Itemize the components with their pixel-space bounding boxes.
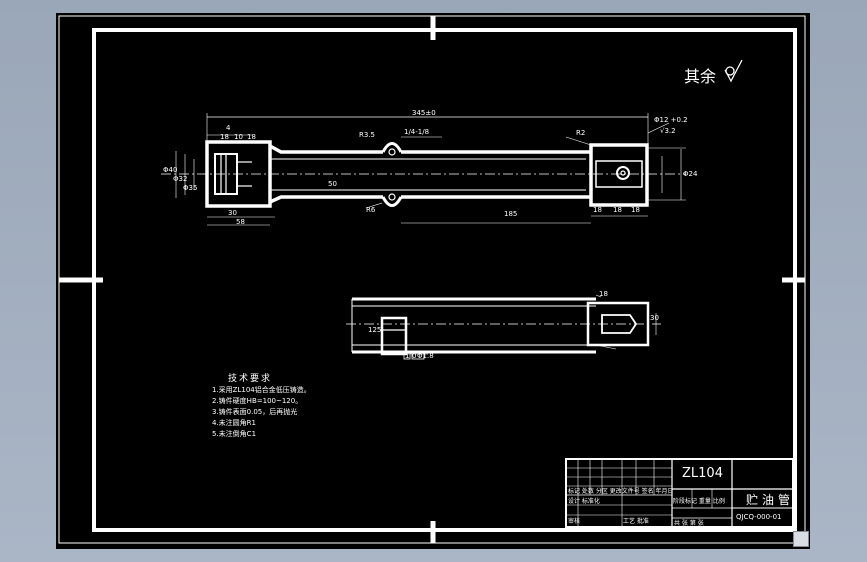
dim-18-r1: 18 bbox=[593, 206, 602, 214]
tech-req-2: 2.铸件硬度HB=100~120。 bbox=[212, 397, 303, 405]
title-designer-row: 设计 标准化 bbox=[568, 498, 600, 505]
pipe-label: 50 bbox=[328, 180, 337, 188]
title-process-row: 工艺 批准 bbox=[623, 518, 649, 525]
drawing-number-label: QJCQ-000-01 bbox=[736, 513, 782, 521]
tech-req-5: 5.未注倒角C1 bbox=[212, 430, 257, 438]
title-stage-row: 阶段标记 重量 比例 bbox=[673, 498, 725, 505]
section-small-a: 1 bbox=[405, 352, 410, 360]
dim-18-r2: 18 bbox=[613, 206, 622, 214]
roughness-note: 其余 bbox=[684, 67, 717, 86]
title-block bbox=[565, 458, 794, 528]
tech-req-4: 4.未注圆角R1 bbox=[212, 419, 256, 427]
title-review-row: 审核 bbox=[568, 518, 581, 525]
dim-4-label: 4 bbox=[226, 124, 231, 132]
diameter-left-3: Φ35 bbox=[183, 184, 198, 192]
diameter-left-2: Φ32 bbox=[173, 175, 188, 183]
section-small-b: 0 bbox=[412, 352, 417, 360]
section-small-c: Φ1.8 bbox=[417, 352, 434, 360]
title-header-row: 标记 处数 分区 更改文件号 签名 年月日 bbox=[568, 488, 674, 495]
diameter-left-1: Φ40 bbox=[163, 166, 178, 174]
length-185-label: 185 bbox=[504, 210, 518, 218]
section-dim-30: 30 bbox=[650, 314, 659, 322]
tech-requirements-heading: 技术要求 bbox=[228, 374, 273, 384]
thread-callout-label: 1/4-1/8 bbox=[404, 128, 430, 136]
cad-drawing bbox=[58, 15, 806, 544]
section-dim-125: 125 bbox=[368, 326, 382, 334]
main-view bbox=[161, 113, 686, 226]
inner-frame bbox=[92, 28, 797, 532]
right-chamfer-label: √3.2 bbox=[660, 127, 676, 135]
dim-58-label: 58 bbox=[236, 218, 245, 226]
radius-right-label: R2 bbox=[576, 129, 586, 137]
tech-req-1: 1.采用ZL104铝合金低压铸造。 bbox=[212, 386, 311, 394]
overall-length-label: 345±0 bbox=[412, 109, 436, 117]
material-label: ZL104 bbox=[682, 466, 723, 481]
section-dim-18: 18 bbox=[599, 290, 608, 298]
dim-18-r3: 18 bbox=[631, 206, 640, 214]
title-sheet-row: 共 张 第 张 bbox=[674, 520, 704, 527]
tech-req-3: 3.铸件表面0.05，后再抛光 bbox=[212, 408, 298, 416]
dim-18a-label: 18 bbox=[220, 133, 229, 141]
radius-left-label: R3.5 bbox=[359, 131, 375, 139]
outer-sheet-border bbox=[58, 15, 806, 544]
roughness-symbol bbox=[724, 59, 743, 83]
dim-10-label: 10 bbox=[234, 133, 243, 141]
resize-corner[interactable] bbox=[793, 531, 809, 547]
part-name-label: 贮油管 bbox=[746, 493, 795, 507]
dim-18b-label: 18 bbox=[247, 133, 256, 141]
right-tolerance-label: Φ12 +0.2 bbox=[654, 116, 688, 124]
radius-bottom-label: R6 bbox=[366, 206, 376, 214]
drawing-canvas[interactable]: 其余 345±0 4 18 10 18 R3.5 1/4-1/8 R2 Φ40 … bbox=[56, 13, 810, 549]
right-diameter-label: Φ24 bbox=[683, 170, 698, 178]
section-view bbox=[346, 294, 661, 360]
dim-30-label: 30 bbox=[228, 209, 237, 217]
